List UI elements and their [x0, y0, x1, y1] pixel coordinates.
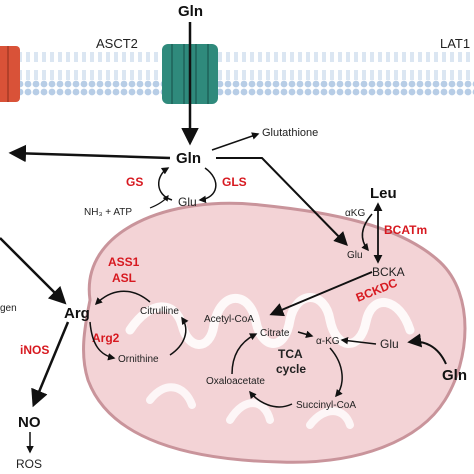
- gln-to-left-arrow: [8, 144, 171, 163]
- gln-mito-label: Gln: [442, 367, 467, 384]
- glu-cytosol-label: Glu: [178, 195, 197, 209]
- acetylcoa-label: Acetyl-CoA: [204, 314, 254, 325]
- left-transporter: [0, 46, 20, 102]
- gs-enzyme: GS: [126, 175, 143, 189]
- akg-to-glu-arrow: [361, 213, 373, 252]
- bcatm-enzyme: BCATm: [384, 223, 427, 237]
- leu-label: Leu: [370, 185, 397, 202]
- ass1-enzyme: ASS1: [108, 255, 140, 269]
- tca-label-line1: TCA: [278, 347, 303, 361]
- ornithine-label: Ornithine: [118, 354, 159, 365]
- ros-label: ROS: [16, 457, 42, 471]
- akg-to-succinyl-arrow: [329, 347, 343, 398]
- inos-enzyme: iNOS: [20, 343, 49, 357]
- nh3-atp-label: NH₃ + ATP: [84, 207, 132, 218]
- bcka-label: BCKA: [372, 265, 405, 279]
- gln-to-glu-mito-arrow: [407, 333, 447, 365]
- bcka-to-acetylcoa-arrow: [269, 271, 373, 317]
- akg-mito-label: αKG: [345, 208, 365, 219]
- arg-to-ornithine-curve: [89, 321, 116, 361]
- gln-to-glutathione-arrow: [211, 132, 260, 151]
- glu-tca-label: Glu: [380, 337, 399, 351]
- asl-enzyme: ASL: [112, 271, 136, 285]
- nh3-atp-arrow: [149, 195, 169, 209]
- tca-label-line2: cycle: [276, 362, 306, 376]
- citrulline-label: Citrulline: [140, 306, 179, 317]
- arg-to-no-arrow: [31, 321, 70, 408]
- succinyl-to-oxaloacetate-arrow: [249, 390, 293, 408]
- oxaloacetate-label: Oxaloacetate: [206, 376, 265, 387]
- citrate-to-akg-arrow: [297, 330, 314, 338]
- glu-to-akg-arrow: [340, 336, 377, 345]
- gln-to-glu-curve: [198, 167, 217, 204]
- gln-extracellular-label: Gln: [178, 3, 203, 20]
- no-label: NO: [18, 414, 41, 431]
- gls-enzyme: GLS: [222, 175, 247, 189]
- gln-cytosol-label: Gln: [176, 150, 201, 167]
- citrulline-to-arg-curve: [94, 290, 151, 306]
- glutathione-label: Glutathione: [262, 127, 318, 139]
- mitochondrion: [82, 201, 467, 464]
- glu-mito-label: Glu: [347, 250, 363, 261]
- succinylcoa-label: Succinyl-CoA: [296, 400, 356, 411]
- lat1-label: LAT1: [440, 36, 470, 51]
- gln-to-mito-glu-arrow: [216, 157, 348, 247]
- glu-to-gln-curve: [158, 167, 173, 201]
- ornithine-to-citrulline-curve: [169, 316, 189, 356]
- arg-label: Arg: [64, 305, 90, 322]
- asct2-label: ASCT2: [96, 36, 138, 51]
- cell-membrane: [0, 52, 474, 96]
- citrate-label: Citrate: [260, 328, 290, 339]
- arg2-enzyme: Arg2: [92, 331, 120, 345]
- nitrogen-partial-label: gen: [0, 303, 17, 314]
- oxaloacetate-to-citrate-arrow: [231, 333, 258, 375]
- akg-tca-label: α-KG: [316, 336, 340, 347]
- left-to-arg-arrow: [0, 237, 67, 305]
